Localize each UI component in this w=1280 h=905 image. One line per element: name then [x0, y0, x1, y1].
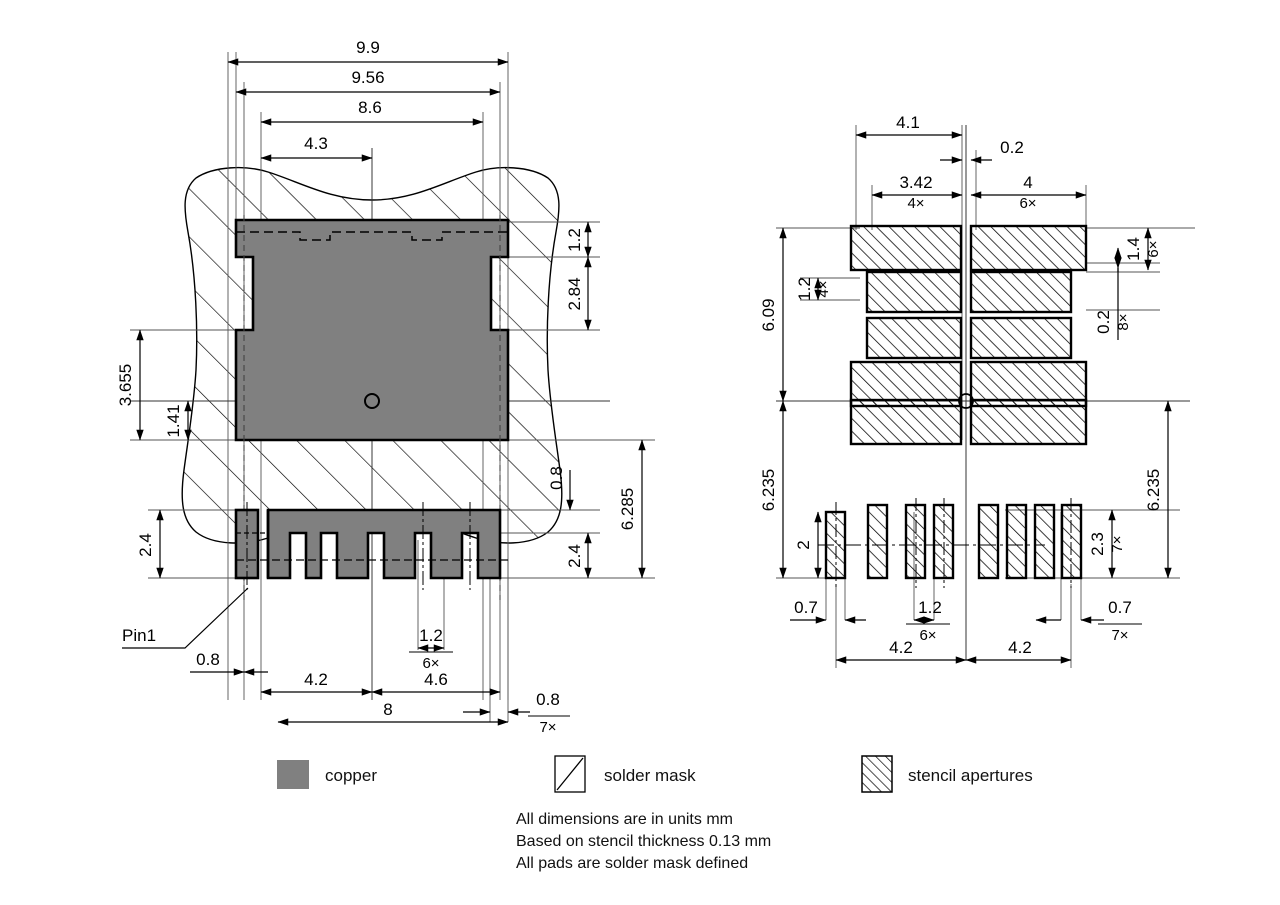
main-copper-pad [234, 218, 510, 442]
left-view-right-dimensions: 1.2 2.84 0.8 2.4 6.285 [547, 221, 646, 579]
dim-right-4_1: 4.1 [896, 113, 920, 132]
dim-left-6_285: 6.285 [618, 488, 637, 531]
right-view-center-mark [958, 393, 974, 409]
dim-right-1_2-count: 4× [815, 280, 832, 297]
right-view-top-dimensions: 4.1 0.2 3.42 4× 4 6× 1.2 4× 1.4 6× 0.2 [795, 113, 1162, 340]
dim-right-0_7-rep: 0.7 [1108, 598, 1132, 617]
dim-right-1_2: 1.2 [795, 277, 814, 301]
dim-right-1_2-rep-count: 6× [919, 627, 936, 644]
left-view-bottom-dimensions: 1.2 6× 0.8 4.2 4.6 8 0.8 7× [190, 626, 570, 736]
legend-label-solder-mask: solder mask [604, 766, 696, 785]
legend: copper solder mask stencil apertures [277, 755, 1033, 793]
center-mark [364, 393, 380, 409]
dim-right-2: 2 [794, 540, 813, 549]
dim-right-4: 4 [1023, 173, 1032, 192]
dim-left-3_655: 3.655 [116, 364, 135, 407]
legend-label-copper: copper [325, 766, 377, 785]
dim-left-0_8-rep: 0.8 [536, 690, 560, 709]
stencil-aperture-grid-top [849, 224, 1088, 446]
dim-right-2_3-count: 7× [1109, 535, 1126, 552]
legend-swatch-solder-mask [554, 755, 586, 793]
dim-right-0_7-left: 0.7 [794, 598, 818, 617]
dim-right-1_4-count: 6× [1145, 240, 1162, 257]
dim-right-3_42: 3.42 [899, 173, 932, 192]
dim-left-4_6: 4.6 [424, 670, 448, 689]
dim-left-4_2: 4.2 [304, 670, 328, 689]
right-view-side-dimensions: 6.09 6.235 2 6.235 2.3 7× [759, 227, 1172, 579]
note-line-2: Based on stencil thickness 0.13 mm [516, 833, 771, 850]
dim-left-2_4-right: 2.4 [565, 544, 584, 568]
dim-right-4-count: 6× [1019, 195, 1036, 212]
dim-left-0_8-rep-count: 7× [539, 719, 556, 736]
dim-right-1_2-rep: 1.2 [918, 598, 942, 617]
legend-label-stencil-apertures: stencil apertures [908, 766, 1033, 785]
legend-swatch-stencil-apertures [861, 755, 893, 793]
left-view-top-dimensions: 9.9 9.56 8.6 4.3 [227, 38, 509, 162]
dim-left-1_2-rep: 1.2 [419, 626, 443, 645]
dim-left-1_2-rep-count: 6× [422, 655, 439, 672]
dim-right-4_2-right: 4.2 [1008, 638, 1032, 657]
dim-right-2_3: 2.3 [1088, 532, 1107, 556]
dim-right-6_235-left: 6.235 [759, 469, 778, 512]
note-line-3: All pads are solder mask defined [516, 855, 748, 872]
pin1-copper-pad [234, 502, 260, 590]
dim-right-6_09: 6.09 [759, 298, 778, 331]
dim-left-8: 8 [383, 700, 392, 719]
dim-right-0_2: 0.2 [1000, 138, 1024, 157]
dim-right-4_2-left: 4.2 [889, 638, 913, 657]
pin1-leader [122, 587, 249, 649]
pin1-label: Pin1 [122, 626, 156, 645]
dim-left-4_3: 4.3 [304, 134, 328, 153]
bottom-copper-pad-row [236, 502, 508, 590]
dim-left-0_8-right: 0.8 [547, 466, 566, 490]
dim-right-6_235-right: 6.235 [1144, 469, 1163, 512]
dim-left-0_8-bottom: 0.8 [196, 650, 220, 669]
dim-left-9_56: 9.56 [351, 68, 384, 87]
stencil-aperture-grid-bottom [818, 498, 1083, 588]
dim-left-1_2: 1.2 [565, 228, 584, 252]
dim-right-0_2-rep-count: 8× [1115, 313, 1132, 330]
dim-right-1_4: 1.4 [1124, 237, 1143, 261]
dim-right-0_7-rep-count: 7× [1111, 627, 1128, 644]
dim-left-2_4-left: 2.4 [136, 533, 155, 557]
left-view-left-dimensions: 3.655 1.41 2.4 [116, 329, 192, 579]
dim-right-3_42-count: 4× [907, 195, 924, 212]
dim-left-2_84: 2.84 [565, 277, 584, 310]
legend-swatch-copper [277, 760, 309, 789]
dim-left-8_6: 8.6 [358, 98, 382, 117]
note-line-1: All dimensions are in units mm [516, 811, 733, 828]
dim-left-9_9: 9.9 [356, 38, 380, 57]
dim-right-0_2-rep: 0.2 [1094, 310, 1113, 334]
notes-block: All dimensions are in units mm Based on … [516, 811, 771, 872]
dim-left-1_41: 1.41 [164, 404, 183, 437]
right-view-bottom-dimensions: 0.7 1.2 6× 0.7 7× 4.2 4.2 [790, 598, 1142, 664]
